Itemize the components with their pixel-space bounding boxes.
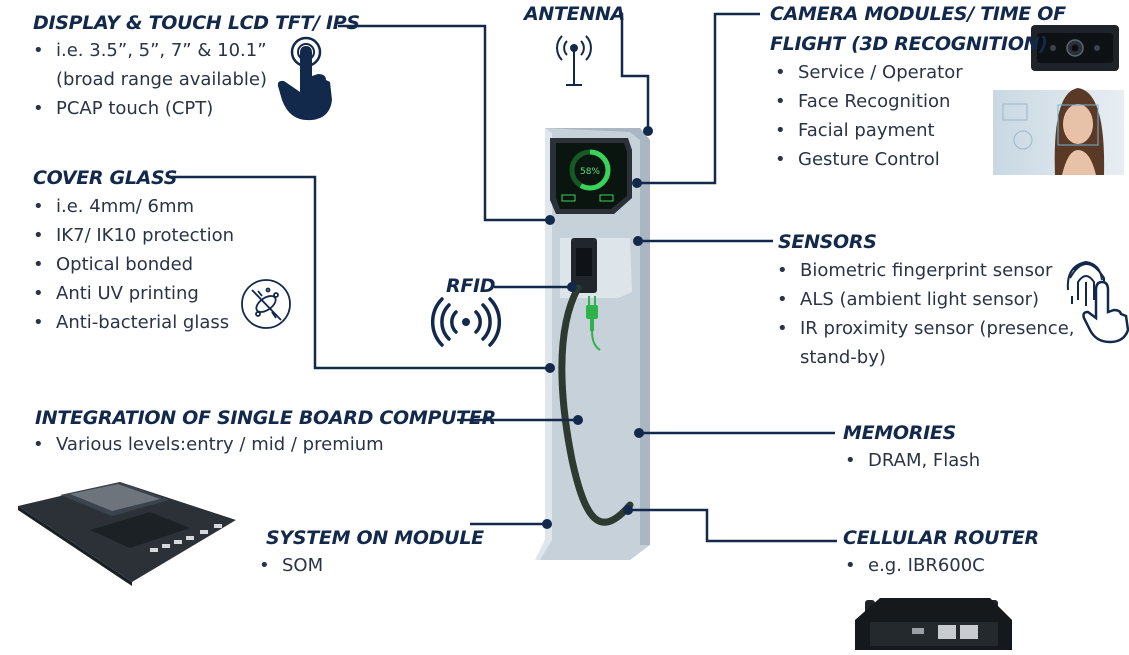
- display-item-touch: PCAP touch (CPT): [31, 94, 267, 123]
- sensors-list: Biometric fingerprint sensor ALS (ambien…: [775, 256, 1075, 372]
- touch-hand-icon: [277, 36, 332, 121]
- cellular-item-0: e.g. IBR600C: [843, 551, 985, 580]
- screen-right-button-icon: [599, 194, 614, 202]
- cover-glass-item-0: i.e. 4mm/ 6mm: [31, 192, 234, 221]
- charging-kiosk: 58%: [535, 128, 650, 560]
- som-item-0: SOM: [257, 551, 323, 580]
- camera-item-0: Service / Operator: [773, 58, 963, 87]
- camera-heading-line1: CAMERA MODULES/ TIME OF: [770, 3, 1066, 25]
- sbc-item-0: Various levels:entry / mid / premium: [31, 430, 384, 459]
- screen-left-button-icon: [561, 194, 576, 202]
- rfid-heading: RFID: [446, 275, 496, 297]
- camera-heading-line2: FLIGHT (3D RECOGNITION): [770, 33, 1048, 55]
- pointing-hand-icon: [1082, 280, 1129, 344]
- sensors-heading: SENSORS: [778, 231, 877, 253]
- memories-item-0: DRAM, Flash: [843, 446, 980, 475]
- charging-cable: [558, 284, 634, 526]
- sbc-heading: INTEGRATION OF SINGLE BOARD COMPUTER: [35, 407, 496, 429]
- antenna-icon: [556, 35, 592, 86]
- memories-list: DRAM, Flash: [843, 446, 980, 475]
- memories-heading: MEMORIES: [843, 422, 956, 444]
- cellular-heading: CELLULAR ROUTER: [843, 527, 1039, 549]
- cellular-router-image: [855, 598, 1012, 650]
- charge-percent: 58%: [580, 167, 600, 177]
- sensors-item-0: Biometric fingerprint sensor: [775, 256, 1075, 285]
- anti-bacterial-icon: [241, 279, 291, 329]
- rfid-waves-icon: [430, 297, 502, 347]
- single-board-computer-image: [18, 482, 236, 586]
- charge-progress-gauge: [569, 149, 611, 191]
- cover-glass-heading: COVER GLASS: [33, 167, 178, 189]
- cover-glass-item-4: Anti-bacterial glass: [31, 308, 234, 337]
- camera-list: Service / Operator Face Recognition Faci…: [773, 58, 963, 174]
- camera-item-1: Face Recognition: [773, 87, 963, 116]
- camera-item-3: Gesture Control: [773, 145, 963, 174]
- callout-dots: [542, 126, 653, 529]
- sbc-list: Various levels:entry / mid / premium: [31, 430, 384, 459]
- display-item-range: (broad range available): [56, 69, 267, 90]
- antenna-heading: ANTENNA: [524, 3, 625, 25]
- sensors-item-3: stand-by): [800, 347, 886, 368]
- camera-module-image: [1031, 25, 1119, 71]
- som-list: SOM: [257, 551, 323, 580]
- cover-glass-item-1: IK7/ IK10 protection: [31, 221, 234, 250]
- callout-lines: [172, 12, 837, 543]
- camera-item-2: Facial payment: [773, 116, 963, 145]
- cellular-list: e.g. IBR600C: [843, 551, 985, 580]
- cover-glass-list: i.e. 4mm/ 6mm IK7/ IK10 protection Optic…: [31, 192, 234, 337]
- display-heading: DISPLAY & TOUCH LCD TFT/ IPS: [33, 12, 360, 34]
- face-recognition-image: [993, 88, 1124, 175]
- display-list: i.e. 3.5”, 5”, 7” & 10.1” (broad range a…: [31, 36, 267, 123]
- cover-glass-item-2: Optical bonded: [31, 250, 234, 279]
- cover-glass-item-3: Anti UV printing: [31, 279, 234, 308]
- plug-icon: [586, 296, 601, 351]
- display-item-size: i.e. 3.5”, 5”, 7” & 10.1”: [31, 36, 267, 65]
- som-heading: SYSTEM ON MODULE: [266, 527, 484, 549]
- sensors-item-1: ALS (ambient light sensor): [775, 285, 1075, 314]
- sensors-item-2: IR proximity sensor (presence,: [775, 314, 1075, 343]
